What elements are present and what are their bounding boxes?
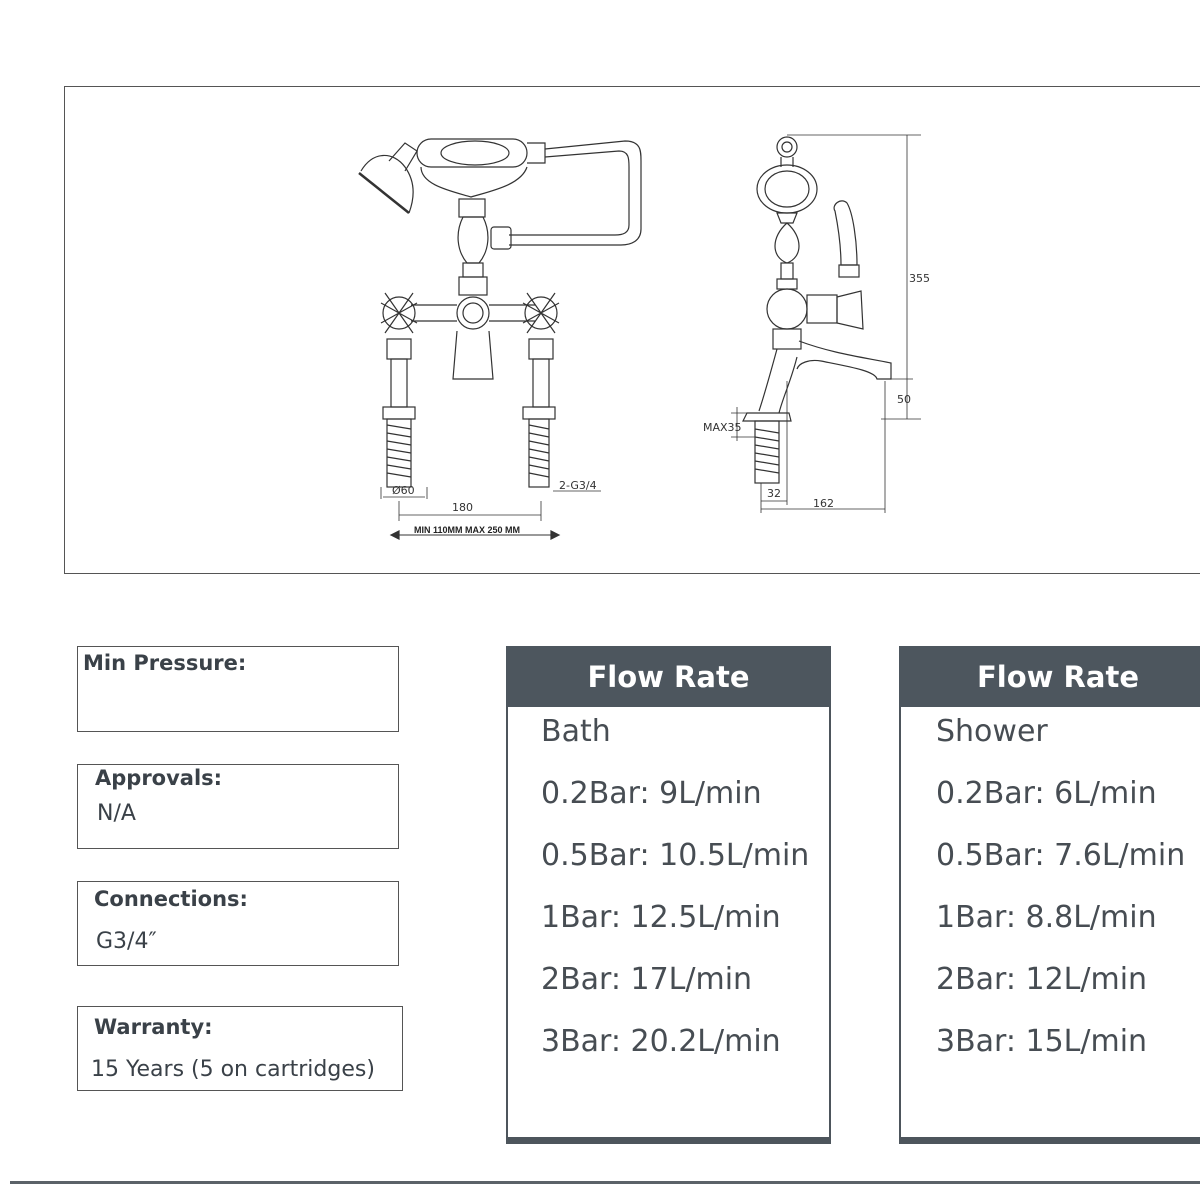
flow-rate-row: 1Bar: 12.5L/min <box>541 900 781 935</box>
dim-total-height: 355 <box>909 272 930 285</box>
flow-rate-row: 0.2Bar: 9L/min <box>541 776 762 811</box>
min-pressure-box: Min Pressure: <box>77 646 399 732</box>
dim-connection: 2-G3/4 <box>559 479 597 492</box>
flow-rate-header: Flow Rate <box>899 646 1200 707</box>
flow-rate-row: 0.5Bar: 10.5L/min <box>541 838 810 873</box>
flow-rate-row: 1Bar: 8.8L/min <box>936 900 1157 935</box>
connections-box: Connections: G3/4″ <box>77 881 399 966</box>
approvals-label: Approvals: <box>95 766 223 790</box>
footer-divider <box>10 1181 1200 1184</box>
faucet-technical-drawing: Ø60 180 2-G3/4 MIN 110MM MAX 250 MM 355 … <box>358 134 930 540</box>
approvals-box: Approvals: N/A <box>77 764 399 849</box>
warranty-label: Warranty: <box>94 1015 213 1039</box>
front-view-drawing <box>358 138 642 540</box>
dim-max-deck: MAX35 <box>703 421 742 434</box>
bath-flow-rate-table: Flow Rate Bath 0.2Bar: 9L/min 0.5Bar: 10… <box>506 646 831 1144</box>
flow-rate-row: 2Bar: 12L/min <box>936 962 1148 997</box>
approvals-value: N/A <box>97 801 136 826</box>
dim-centres-range: MIN 110MM MAX 250 MM <box>414 525 520 535</box>
flow-rate-row: 0.5Bar: 7.6L/min <box>936 838 1186 873</box>
side-view-drawing <box>731 134 921 513</box>
warranty-box: Warranty: 15 Years (5 on cartridges) <box>77 1006 403 1091</box>
technical-drawing-panel: Ø60 180 2-G3/4 MIN 110MM MAX 250 MM 355 … <box>64 86 1200 574</box>
dim-base-diameter: Ø60 <box>392 484 415 497</box>
flow-rate-row: 3Bar: 15L/min <box>936 1024 1148 1059</box>
flow-rate-row: 2Bar: 17L/min <box>541 962 753 997</box>
flow-rate-header: Flow Rate <box>506 646 831 707</box>
flow-rate-row: 3Bar: 20.2L/min <box>541 1024 781 1059</box>
connections-label: Connections: <box>94 887 248 911</box>
flow-rate-subtitle: Bath <box>541 714 611 749</box>
dim-spout-offset: 32 <box>767 487 781 500</box>
dim-spout-height: 50 <box>897 393 911 406</box>
min-pressure-label: Min Pressure: <box>83 651 247 675</box>
dim-spout-reach: 162 <box>813 497 834 510</box>
dim-centres: 180 <box>452 501 473 514</box>
connections-value: G3/4″ <box>96 929 157 954</box>
flow-rate-subtitle: Shower <box>936 714 1048 749</box>
flow-rate-row: 0.2Bar: 6L/min <box>936 776 1157 811</box>
warranty-value: 15 Years (5 on cartridges) <box>91 1057 375 1082</box>
shower-flow-rate-table: Flow Rate Shower 0.2Bar: 6L/min 0.5Bar: … <box>899 646 1200 1144</box>
